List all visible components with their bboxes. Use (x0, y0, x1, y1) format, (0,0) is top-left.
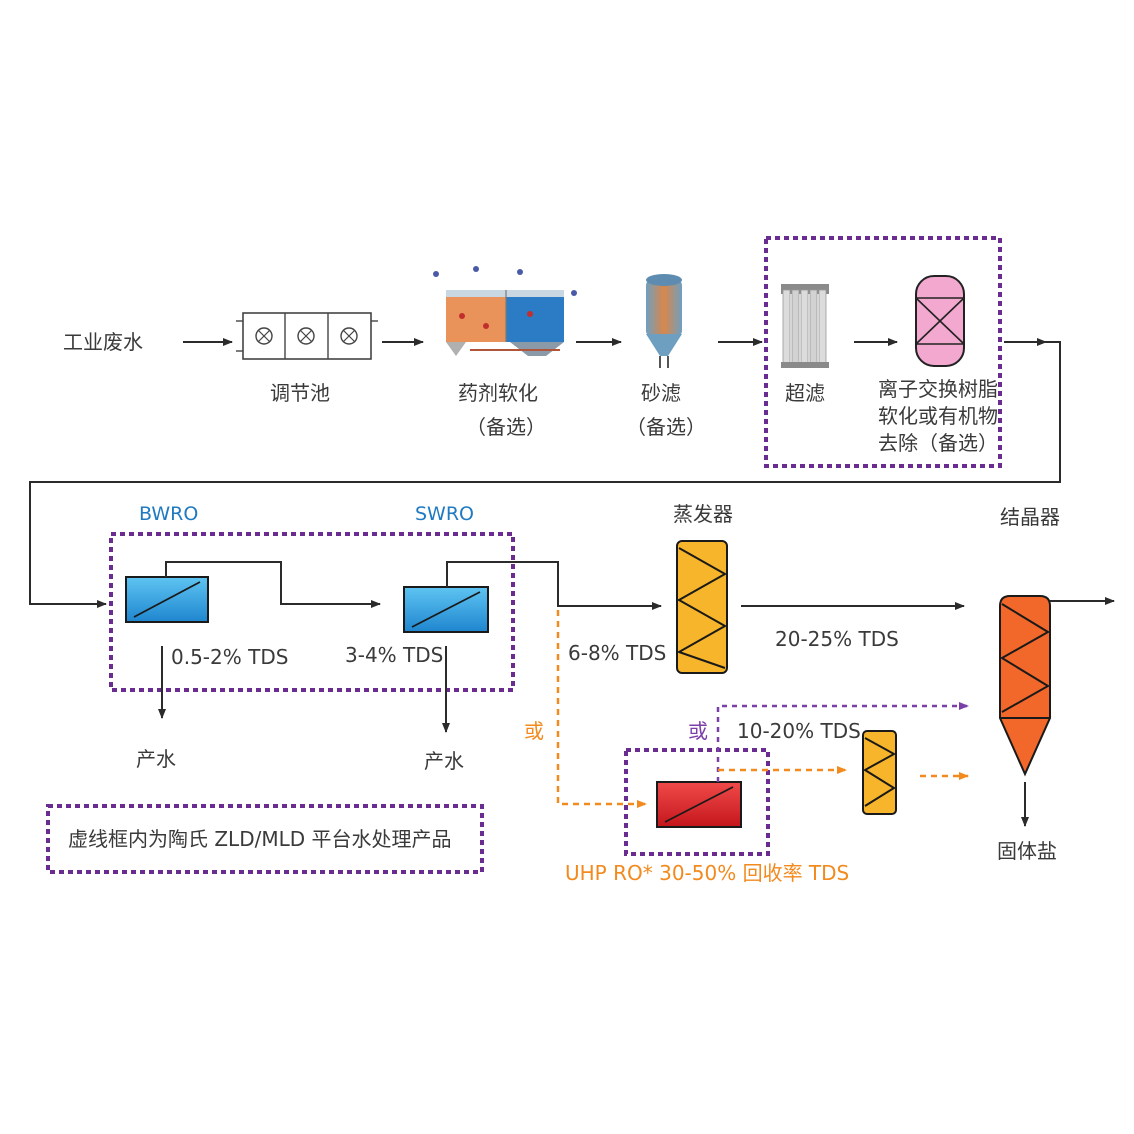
arrow-swro-to-evaporator (446, 561, 662, 610)
sand-filter-icon (646, 274, 682, 368)
legend-box (46, 804, 484, 874)
dow-product-box-ro (109, 532, 515, 692)
connector-to-ro (29, 341, 1061, 608)
ultrafiltration-label: 超滤 (785, 381, 825, 405)
softening-note: （备选） (466, 415, 546, 439)
ion-exchange-vessel-icon (915, 275, 965, 367)
input-label: 工业废水 (63, 330, 143, 354)
or-label-purple: 或 (688, 719, 708, 743)
swro-membrane-icon (403, 586, 489, 633)
ultrafiltration-modules-icon (781, 284, 829, 368)
crystallizer-icon (999, 595, 1051, 777)
tds-20-25-label: 20-25% TDS (775, 627, 899, 651)
crystallizer-label: 结晶器 (1000, 505, 1060, 529)
purple-dashed-to-crystallizer (716, 702, 969, 782)
softening-clarifier-icon (433, 266, 577, 356)
evaporator-icon (676, 540, 728, 674)
bwro-label: BWRO (139, 503, 198, 525)
ion-exchange-label-line2: 软化或有机物 (878, 404, 998, 428)
evaporator-label: 蒸发器 (673, 502, 733, 526)
sand-filter-note: （备选） (626, 415, 706, 439)
arrow-bwro-to-swro (165, 561, 381, 608)
legend-text: 虚线框内为陶氏 ZLD/MLD 平台水处理产品 (68, 827, 452, 851)
uhp-ro-label: UHP RO* 30-50% 回收率 TDS (565, 861, 849, 885)
solid-salt-label: 固体盐 (997, 839, 1057, 863)
bwro-product-water-label: 产水 (136, 747, 176, 771)
dow-product-box-pretreatment (764, 236, 1002, 468)
ion-exchange-label-line3: 去除（备选） (878, 431, 998, 455)
dow-product-box-uhpro (624, 748, 770, 856)
or-label-orange: 或 (524, 719, 544, 743)
sand-filter-label: 砂滤 (641, 381, 681, 405)
uhp-ro-membrane-icon (656, 781, 742, 828)
ion-exchange-label-line1: 离子交换树脂 (878, 377, 998, 401)
equalization-tank-icon (236, 312, 378, 360)
bwro-membrane-icon (125, 576, 209, 623)
bwro-tds-label: 0.5-2% TDS (171, 645, 288, 669)
small-evaporator-icon (862, 730, 897, 815)
swro-label: SWRO (415, 503, 474, 525)
tds-6-8-label: 6-8% TDS (568, 641, 666, 665)
tds-10-20-label: 10-20% TDS (737, 719, 861, 743)
swro-tds-label: 3-4% TDS (345, 643, 443, 667)
orange-dashed-alt-route (556, 610, 647, 808)
softening-label: 药剂软化 (458, 381, 538, 405)
swro-product-water-label: 产水 (424, 749, 464, 773)
equalization-label: 调节池 (270, 381, 330, 405)
